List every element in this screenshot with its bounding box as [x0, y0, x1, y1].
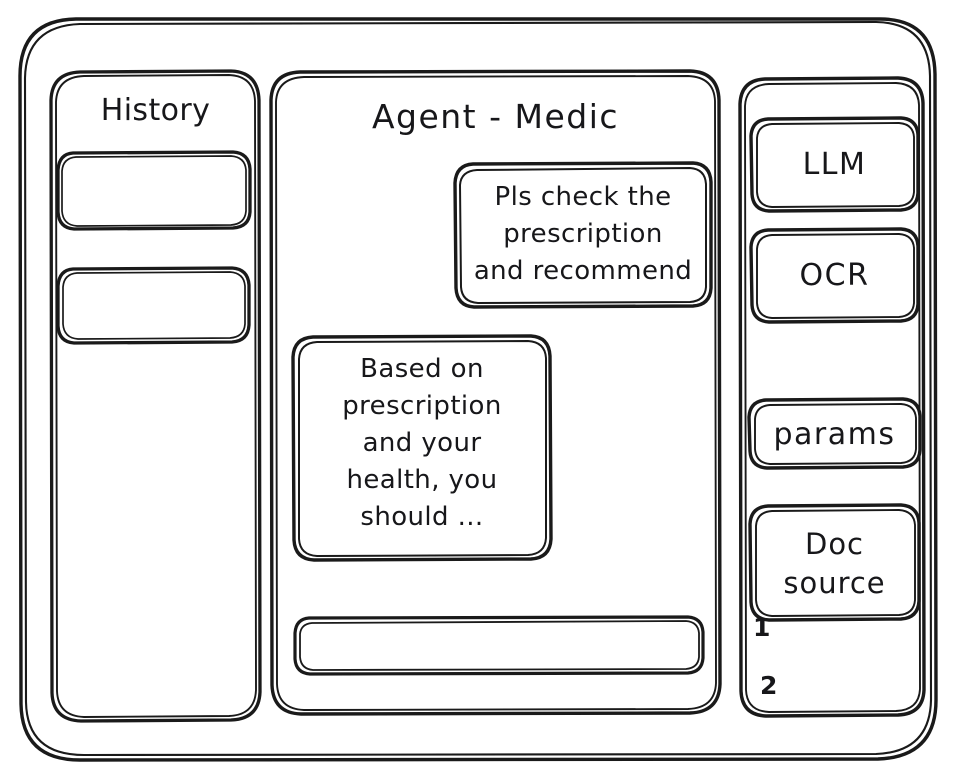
tool-button-params[interactable]: params	[749, 399, 920, 468]
tool-button-llm-label: LLM	[802, 147, 867, 182]
page-title: Agent - Medic	[371, 97, 620, 136]
tool-button-llm[interactable]: LLM	[751, 118, 918, 211]
sidebar-title: History	[100, 93, 211, 128]
tool-button-ocr[interactable]: OCR	[751, 229, 918, 322]
sidebar-item-1[interactable]	[58, 268, 249, 343]
user-message: Pls check the prescription and recommend	[455, 163, 711, 307]
sidebar-item-0[interactable]	[58, 152, 250, 229]
composer-input[interactable]	[295, 617, 703, 674]
assistant-message-text: Based on prescription and your health, y…	[342, 354, 502, 532]
tool-button-params-label: params	[773, 417, 896, 452]
tool-button-doc-source-label: Doc source	[783, 527, 886, 601]
doc-source-item-1[interactable]: 1	[753, 613, 771, 642]
tool-button-ocr-label: OCR	[799, 258, 870, 293]
assistant-message: Based on prescription and your health, y…	[293, 336, 551, 560]
tool-button-doc-source[interactable]: Doc source	[750, 505, 919, 620]
doc-source-item-2[interactable]: 2	[760, 671, 778, 700]
user-message-text: Pls check the prescription and recommend	[473, 182, 693, 286]
